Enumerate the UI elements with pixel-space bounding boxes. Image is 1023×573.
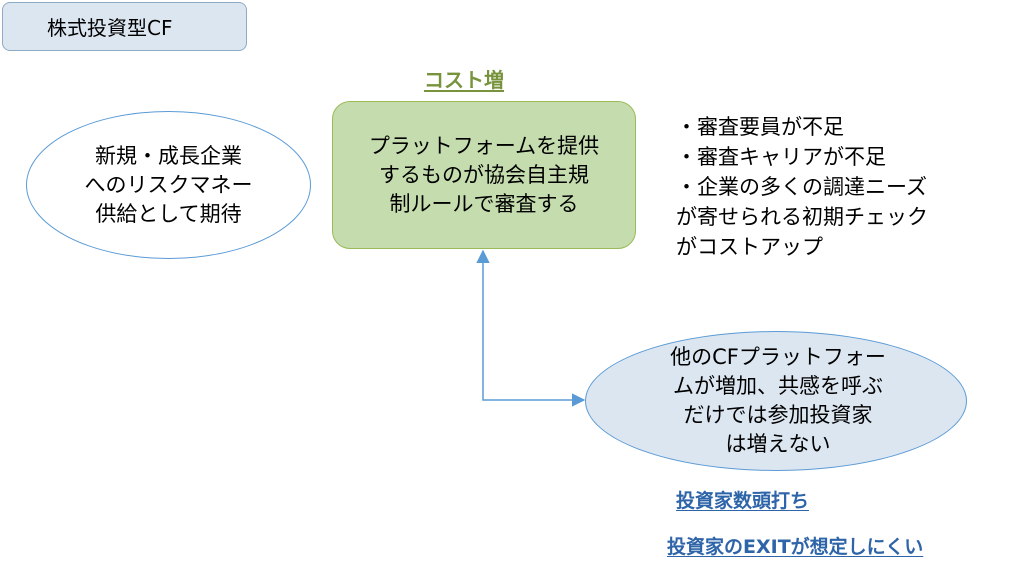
other-platforms-text: 他のCFプラットフォー ムが増加、共感を呼ぶ だけでは参加投資家 は増えない [670,345,886,456]
other-platforms-oval: 他のCFプラットフォー ムが増加、共感を呼ぶ だけでは参加投資家 は増えない [585,331,967,471]
investor-exit-link[interactable]: 投資家のEXITが想定しにくい [667,536,924,558]
cost-increase-label: コスト増 [424,68,504,92]
connector-line [476,249,586,407]
expectation-oval: 新規・成長企業 へのリスクマネー 供給として期待 [26,111,311,259]
title-box: 株式投資型CF [2,2,247,51]
expectation-text: 新規・成長企業 へのリスクマネー 供給として期待 [84,143,253,226]
title-text: 株式投資型CF [47,16,173,40]
cost-reasons-list: ・審査要員が不足 ・審査キャリアが不足 ・企業の多くの調達ニーズ が寄せられる初… [676,115,928,259]
platform-review-box: プラットフォームを提供 するものが協会自主規 制ルールで審査する [332,101,636,249]
platform-review-text: プラットフォームを提供 するものが協会自主規 制ルールで審査する [368,134,600,216]
investor-plateau-link[interactable]: 投資家数頭打ち [676,490,810,512]
